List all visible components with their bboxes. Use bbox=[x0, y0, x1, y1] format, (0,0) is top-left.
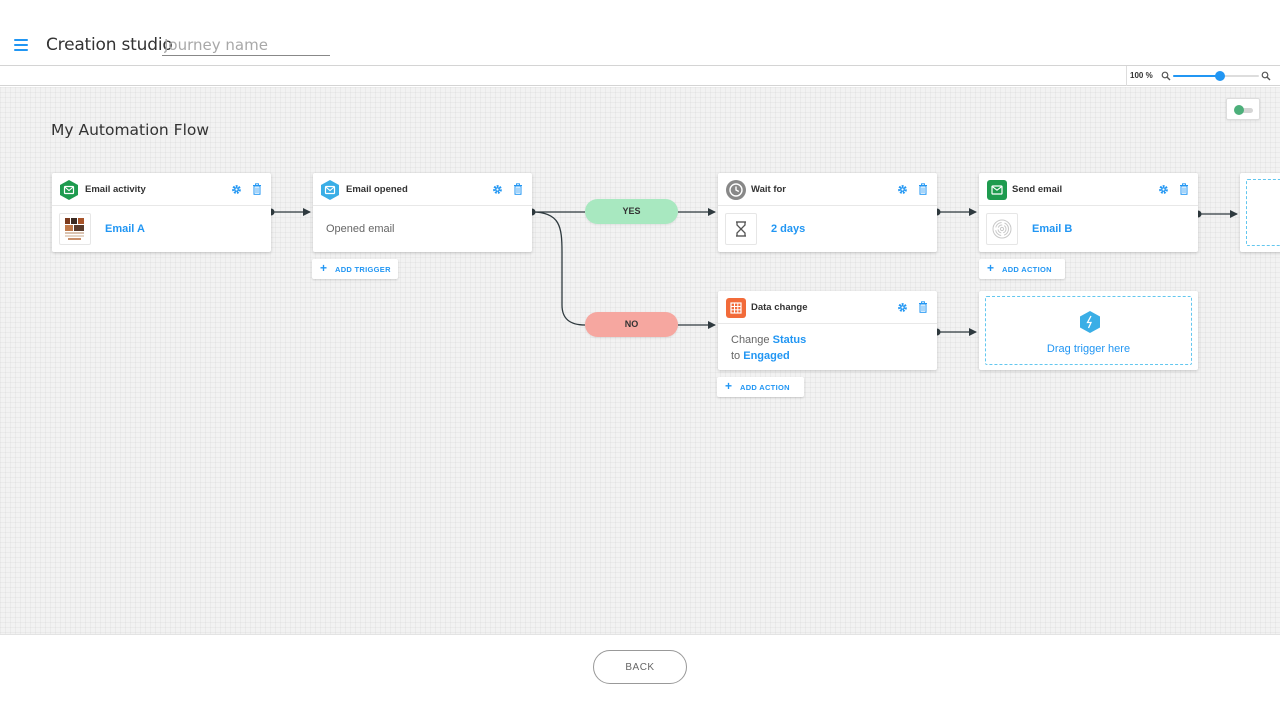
node-header: Data change bbox=[718, 291, 937, 324]
hamburger-menu-icon[interactable] bbox=[14, 39, 28, 51]
delete-trash-icon[interactable] bbox=[918, 301, 928, 313]
node-title: Wait for bbox=[751, 184, 787, 195]
add-action-button[interactable]: + ADD ACTION bbox=[717, 377, 804, 397]
zoom-divider bbox=[1126, 66, 1127, 86]
app-title: Creation studio bbox=[46, 35, 173, 55]
envelope-icon bbox=[60, 180, 78, 200]
value-link[interactable]: Engaged bbox=[743, 350, 790, 362]
node-header: Send email bbox=[979, 173, 1198, 206]
delete-trash-icon[interactable] bbox=[918, 183, 928, 195]
back-button[interactable]: BACK bbox=[593, 650, 687, 684]
data-change-prefix: Change bbox=[731, 334, 770, 346]
zoom-level-label: 100 % bbox=[1130, 71, 1153, 80]
next-dropzone[interactable] bbox=[1246, 179, 1280, 246]
settings-gear-icon[interactable] bbox=[897, 184, 908, 195]
settings-gear-icon[interactable] bbox=[1158, 184, 1169, 195]
zoom-slider-fill bbox=[1173, 75, 1221, 77]
envelope-icon bbox=[321, 180, 339, 200]
email-thumbnail bbox=[59, 213, 91, 245]
flow-canvas[interactable]: My Automation Flow bbox=[0, 87, 1280, 634]
footer-bar: BACK bbox=[0, 634, 1280, 720]
field-link[interactable]: Status bbox=[772, 334, 807, 346]
zoom-bar: 100 % bbox=[0, 66, 1280, 86]
trigger-dropzone-card: Drag trigger here bbox=[979, 291, 1198, 370]
node-header: Wait for bbox=[718, 173, 937, 206]
settings-gear-icon[interactable] bbox=[492, 184, 503, 195]
node-email-activity[interactable]: Email activity bbox=[52, 173, 271, 252]
node-header: Email opened bbox=[313, 173, 532, 206]
plus-icon: + bbox=[987, 261, 995, 275]
flow-title: My Automation Flow bbox=[51, 121, 210, 139]
data-change-to: to bbox=[731, 350, 741, 362]
trigger-description: Opened email bbox=[326, 223, 395, 235]
add-trigger-label: ADD TRIGGER bbox=[335, 265, 391, 274]
wait-duration[interactable]: 2 days bbox=[771, 223, 806, 235]
trigger-dropzone[interactable]: Drag trigger here bbox=[985, 296, 1192, 365]
top-bar: Creation studio bbox=[0, 0, 1280, 66]
node-header: Email activity bbox=[52, 173, 271, 206]
email-thumbnail bbox=[986, 213, 1018, 245]
node-send-email[interactable]: Send email Email B bbox=[979, 173, 1198, 252]
add-action-button[interactable]: + ADD ACTION bbox=[979, 259, 1065, 279]
delete-trash-icon[interactable] bbox=[513, 183, 523, 195]
flow-active-toggle[interactable] bbox=[1226, 98, 1260, 120]
zoom-in-icon[interactable] bbox=[1261, 71, 1271, 81]
settings-gear-icon[interactable] bbox=[231, 184, 242, 195]
email-link[interactable]: Email A bbox=[105, 223, 145, 235]
toggle-track bbox=[1235, 108, 1253, 113]
branch-no[interactable]: NO bbox=[585, 312, 678, 337]
branch-yes[interactable]: YES bbox=[585, 199, 678, 224]
hourglass-thumbnail bbox=[725, 213, 757, 245]
email-preview-image bbox=[63, 216, 87, 242]
node-title: Email activity bbox=[85, 184, 146, 195]
bolt-icon bbox=[1080, 311, 1100, 333]
clock-icon bbox=[726, 180, 746, 200]
data-change-description: Change Status to Engaged bbox=[731, 332, 806, 364]
node-title: Data change bbox=[751, 302, 808, 313]
journey-name-input[interactable] bbox=[162, 35, 330, 56]
table-icon bbox=[726, 298, 746, 318]
node-title: Email opened bbox=[346, 184, 408, 195]
connector-to-no bbox=[531, 211, 586, 326]
plus-icon: + bbox=[320, 261, 328, 275]
node-wait-for[interactable]: Wait for 2 days bbox=[718, 173, 937, 252]
node-title: Send email bbox=[1012, 184, 1063, 195]
delete-trash-icon[interactable] bbox=[1179, 183, 1189, 195]
envelope-icon bbox=[987, 180, 1007, 200]
email-link[interactable]: Email B bbox=[1032, 223, 1073, 235]
zoom-out-icon[interactable] bbox=[1161, 71, 1171, 81]
add-action-label: ADD ACTION bbox=[1002, 265, 1052, 274]
fingerprint-icon bbox=[992, 219, 1012, 239]
add-trigger-button[interactable]: + ADD TRIGGER bbox=[312, 259, 398, 279]
node-email-opened[interactable]: Email opened Opened email bbox=[313, 173, 532, 252]
add-action-label: ADD ACTION bbox=[740, 383, 790, 392]
node-data-change[interactable]: Data change Change Status to Engaged bbox=[718, 291, 937, 370]
dropzone-text: Drag trigger here bbox=[1046, 343, 1131, 355]
plus-icon: + bbox=[725, 379, 733, 393]
zoom-slider[interactable] bbox=[1173, 71, 1259, 81]
zoom-slider-handle[interactable] bbox=[1215, 71, 1226, 81]
next-node-placeholder[interactable] bbox=[1240, 173, 1280, 252]
delete-trash-icon[interactable] bbox=[252, 183, 262, 195]
hourglass-icon bbox=[736, 221, 746, 237]
settings-gear-icon[interactable] bbox=[897, 302, 908, 313]
toggle-knob bbox=[1234, 105, 1244, 115]
